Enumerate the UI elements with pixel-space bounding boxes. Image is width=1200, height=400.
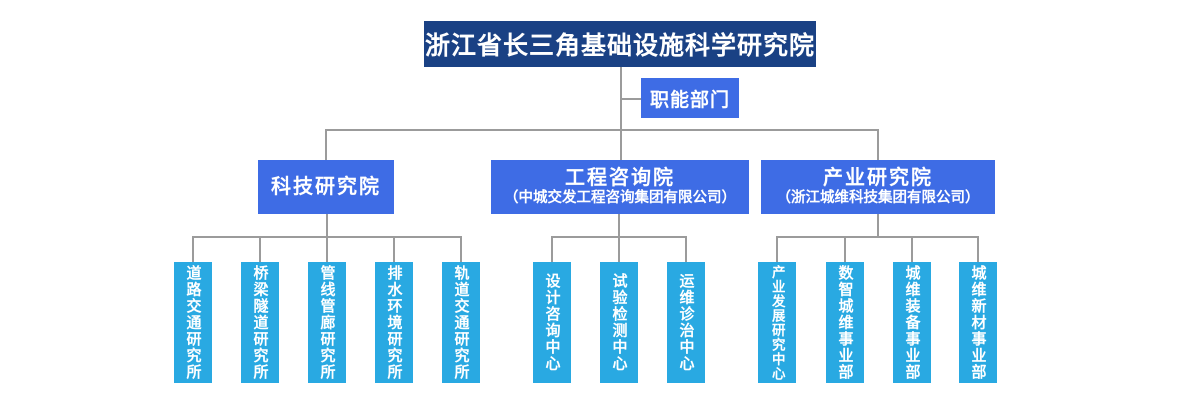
- branch-subtitle: （中城交发工程咨询集团有限公司）: [504, 190, 736, 207]
- connector-root-vertical: [620, 67, 622, 160]
- connector-branch1-drop-1: [192, 236, 194, 262]
- connector-branch2-bus: [551, 236, 687, 238]
- branch-node-gongcheng: 工程咨询院 （中城交发工程咨询集团有限公司）: [491, 160, 749, 214]
- branch-node-keji: 科技研究院: [258, 160, 394, 214]
- leaf-node: 城维新材事业部: [959, 262, 997, 383]
- functional-dept-node: 职能部门: [641, 78, 739, 118]
- leaf-node: 管线管廊研究所: [308, 262, 346, 383]
- leaf-node: 轨道交通研究所: [442, 262, 480, 383]
- connector-branch1-drop-5: [460, 236, 462, 262]
- branch-title: 科技研究院: [271, 176, 381, 198]
- leaf-node: 桥梁隧道研究所: [241, 262, 279, 383]
- connector-branch3-drop-3: [911, 236, 913, 262]
- leaf-node: 试验检测中心: [600, 262, 638, 383]
- connector-branch2-drop-3: [685, 236, 687, 262]
- leaf-node: 数智城维事业部: [826, 262, 864, 383]
- connector-branch3-stub: [877, 214, 879, 238]
- branch-title: 工程咨询院: [565, 167, 675, 190]
- connector-branch3-drop-1: [776, 236, 778, 262]
- connector-branch1-drop-4: [393, 236, 395, 262]
- branch-subtitle: （浙江城维科技集团有限公司）: [776, 190, 980, 207]
- branch-title: 产业研究院: [823, 167, 933, 190]
- connector-branch2-stub: [618, 214, 620, 262]
- connector-branch3-drop-4: [977, 236, 979, 262]
- connector-branch2-drop-1: [551, 236, 553, 262]
- branch-node-chanye: 产业研究院 （浙江城维科技集团有限公司）: [761, 160, 995, 214]
- connector-drop-branch-1: [325, 129, 327, 160]
- connector-branch1-drop-2: [259, 236, 261, 262]
- root-node: 浙江省长三角基础设施科学研究院: [424, 21, 816, 67]
- connector-drop-branch-3: [877, 129, 879, 160]
- connector-branch1-bus: [192, 236, 462, 238]
- leaf-node: 运维诊治中心: [667, 262, 705, 383]
- leaf-node: 产业发展研究中心: [758, 262, 796, 383]
- leaf-node: 排水环境研究所: [375, 262, 413, 383]
- connector-branch3-drop-2: [844, 236, 846, 262]
- leaf-node: 城维装备事业部: [893, 262, 931, 383]
- connector-distribution: [325, 129, 879, 131]
- connector-branch3-bus: [776, 236, 979, 238]
- connector-functional-dept: [620, 98, 641, 100]
- connector-branch1-stub: [326, 214, 328, 262]
- leaf-node: 设计咨询中心: [533, 262, 571, 383]
- leaf-node: 道路交通研究所: [174, 262, 212, 383]
